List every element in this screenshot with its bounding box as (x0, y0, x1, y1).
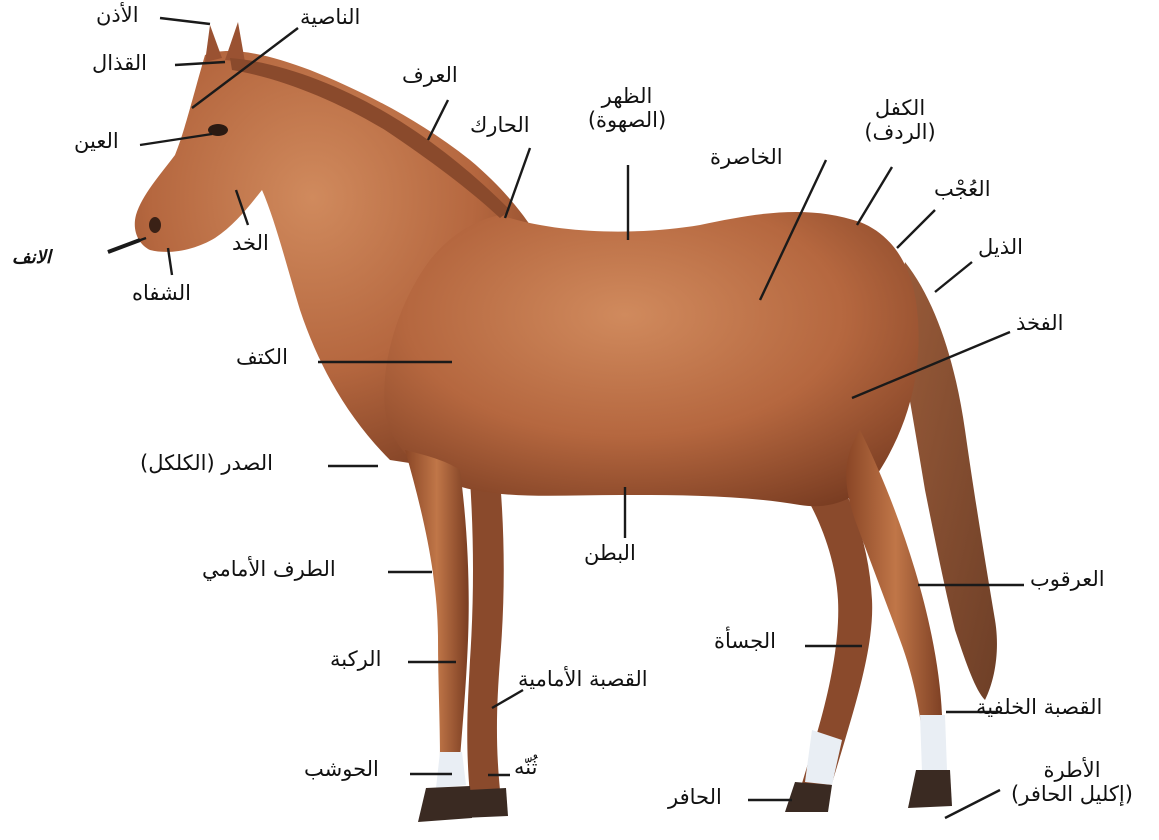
label-coronet: الأطرة (إكليل الحافر) (988, 758, 1156, 806)
label-hock: العرقوب (1030, 568, 1105, 591)
horse-body (384, 212, 918, 506)
near-fore-leg (405, 450, 469, 762)
hoof-near-hind (908, 770, 952, 808)
label-belly: البطن (584, 542, 636, 565)
near-fore-sock (436, 752, 466, 788)
far-fore-leg (467, 480, 503, 795)
leader-withers (505, 148, 530, 218)
label-poll: القذال (92, 52, 147, 75)
label-coronet-line2: (إكليل الحافر) (988, 782, 1156, 806)
label-croup-line1: الكفل (840, 96, 960, 120)
leader-tail (935, 262, 972, 292)
horse-ear-left (205, 25, 222, 62)
label-back-line2: (الصهوة) (568, 108, 686, 132)
label-withers: الحارك (470, 114, 530, 137)
leader-mane (428, 100, 448, 140)
label-coronet-line1: الأطرة (988, 758, 1156, 782)
hoof-far-hind (785, 782, 832, 812)
label-thigh: الفخذ (1016, 312, 1063, 335)
label-eye: العين (74, 130, 119, 153)
label-ear: الأذن (96, 4, 139, 27)
label-dock: العُجْب (934, 178, 991, 201)
label-fore-cannon: القصبة الأمامية (518, 668, 648, 691)
label-forelock: الناصية (300, 6, 360, 29)
label-pastern: الحوشب (304, 758, 379, 781)
hoof-far-fore (462, 788, 508, 818)
far-hind-sock (805, 730, 842, 785)
leader-lips (168, 248, 172, 275)
near-hind-sock (920, 715, 947, 772)
leader-ear (160, 18, 210, 24)
label-forelimb: الطرف الأمامي (202, 558, 336, 581)
label-croup: الكفل (الردف) (840, 96, 960, 144)
label-flank: الخاصرة (710, 146, 783, 169)
label-mane: العرف (402, 64, 458, 87)
label-hind-cannon: القصبة الخلفية (976, 696, 1102, 719)
label-hoof: الحافر (668, 786, 722, 809)
label-tail: الذيل (978, 236, 1023, 259)
label-croup-line2: (الردف) (840, 120, 960, 144)
label-back-line1: الظهر (568, 84, 686, 108)
label-cheek: الخد (232, 232, 269, 255)
horse-nostril (149, 217, 161, 233)
label-fetlock-tuft: ثُنّه (514, 756, 537, 779)
label-shoulder: الكتف (236, 346, 288, 369)
label-nose: الانف (12, 248, 51, 268)
label-lips: الشفاه (132, 282, 191, 305)
leader-croup (857, 167, 892, 225)
label-gaskin: الجسأة (714, 630, 776, 653)
label-chest: الصدر (الكلكل) (140, 452, 273, 475)
label-knee: الركبة (330, 648, 381, 671)
horse-ear-right (225, 22, 245, 62)
leader-dock (897, 210, 935, 248)
leader-nose-bold (108, 240, 140, 252)
label-back: الظهر (الصهوة) (568, 84, 686, 132)
